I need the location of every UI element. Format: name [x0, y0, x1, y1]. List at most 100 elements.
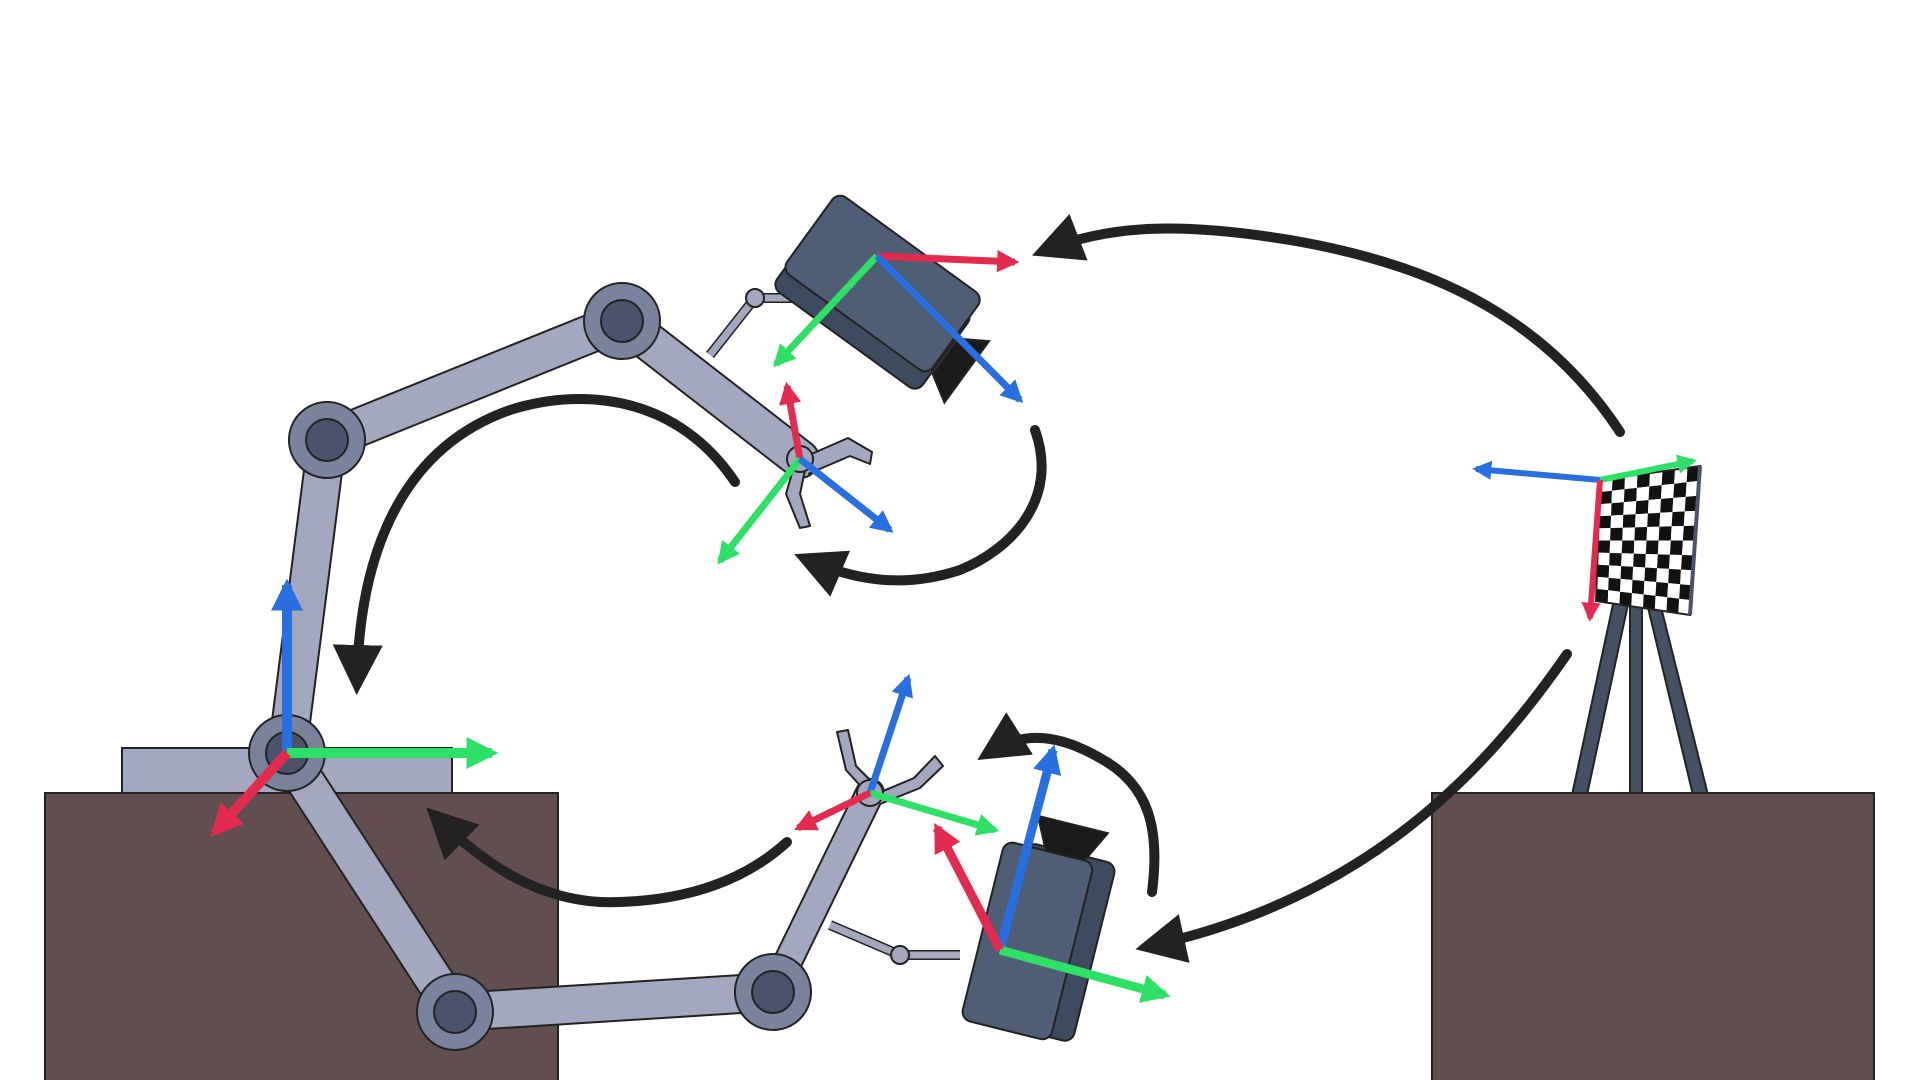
upper-camera-frame-z-axis	[874, 253, 1024, 404]
upper-camera-frame-x-axis	[876, 250, 1020, 273]
checker-square	[1623, 487, 1637, 503]
checker-square	[1622, 527, 1635, 541]
checker-square	[1667, 583, 1681, 599]
checker-square	[1670, 526, 1684, 541]
board-frame-z-axis	[1472, 460, 1601, 483]
tripod	[1570, 594, 1710, 796]
checker-square	[1673, 482, 1687, 498]
checker-square	[1654, 595, 1668, 612]
upper-camera-frame	[772, 250, 1024, 404]
checker-square	[1682, 540, 1695, 556]
lower-gripper-frame-y-axis	[869, 789, 1000, 836]
checker-square	[1678, 598, 1691, 615]
checker-square	[1631, 580, 1645, 595]
checker-square	[1611, 489, 1625, 504]
checker-square	[1683, 510, 1697, 526]
checker-square	[1636, 486, 1650, 502]
checker-square	[1682, 525, 1696, 541]
checker-square	[1660, 497, 1674, 513]
checker-square	[1631, 593, 1644, 608]
upper-joint-2	[583, 282, 661, 360]
flow-arrow-upper-camera-to-gripper	[794, 425, 1047, 597]
checker-square	[1597, 552, 1610, 566]
checker-square	[1633, 553, 1646, 568]
upper-gripper-frame-x-axis	[779, 381, 804, 460]
lower-joint-2	[734, 953, 812, 1031]
checker-square	[1608, 577, 1621, 592]
checker-square	[1636, 473, 1650, 488]
checker-square	[1607, 590, 1621, 605]
lower-camera-frame-y-axis	[998, 945, 1171, 1003]
upper-gripper-frame	[717, 381, 894, 565]
robot-base-frame	[210, 578, 499, 837]
upper-robot-arm	[267, 282, 873, 773]
flow-arrow-board-to-upper-camera	[1032, 213, 1625, 437]
checker-square	[1624, 474, 1638, 490]
checker-square	[1621, 540, 1635, 554]
checker-square	[1598, 515, 1612, 529]
checker-square	[1623, 501, 1637, 515]
checker-square	[1656, 568, 1669, 584]
checker-square	[1632, 566, 1646, 581]
checker-square	[1622, 514, 1636, 528]
flow-arrow-upper-gripper-to-base	[332, 394, 740, 695]
checker-square	[1669, 540, 1683, 555]
lower-robot-arm	[267, 729, 960, 1051]
checker-square	[1658, 526, 1672, 541]
checker-square	[1680, 569, 1693, 586]
lower-gripper-frame	[793, 673, 1000, 836]
checker-square	[1597, 540, 1611, 553]
checker-square	[1685, 480, 1699, 497]
calibration-board-frame	[1472, 454, 1697, 622]
upper-camera-frame-y-axis	[772, 253, 880, 368]
board-frame-y-axis	[1599, 454, 1697, 483]
calibration-board	[1594, 464, 1702, 617]
checker-square	[1657, 554, 1670, 569]
checker-square	[1661, 483, 1675, 499]
lower-camera-frame-x-axis	[933, 822, 1004, 953]
checker-square	[1635, 513, 1648, 528]
lower-camera-frame-z-axis	[995, 744, 1062, 952]
checker-square	[1661, 469, 1675, 486]
checker-square	[1643, 581, 1657, 596]
checker-square	[1620, 566, 1634, 580]
checker-square	[1657, 540, 1671, 555]
checker-square	[1645, 540, 1659, 555]
checker-square	[1669, 554, 1682, 570]
checker-square	[1645, 554, 1658, 569]
checker-square	[1610, 514, 1624, 528]
upper-camera	[774, 194, 991, 405]
checker-square	[1671, 511, 1685, 527]
checker-square	[1612, 476, 1625, 491]
upper-joint-1	[288, 401, 366, 479]
lower-camera-lens	[1036, 814, 1110, 862]
checker-square	[1596, 564, 1610, 578]
checker-square	[1634, 527, 1648, 541]
checker-square	[1598, 528, 1611, 541]
checker-square	[1609, 553, 1622, 567]
upper-gripper-frame-z-axis	[797, 456, 894, 533]
checker-square	[1635, 500, 1649, 515]
transform-arrows	[332, 213, 1625, 963]
checker-square	[1610, 527, 1623, 541]
checker-square	[1633, 540, 1647, 554]
checker-square	[1666, 597, 1680, 614]
lower-joint-1	[416, 973, 494, 1051]
checker-square	[1668, 568, 1681, 585]
checker-square	[1644, 567, 1658, 582]
checker-square	[1646, 526, 1660, 541]
checker-square	[1681, 555, 1694, 571]
checker-square	[1659, 512, 1673, 527]
checker-square	[1679, 584, 1692, 601]
checker-square	[1647, 512, 1661, 527]
checker-square	[1608, 565, 1622, 579]
board-frame-x-axis	[1581, 479, 1603, 622]
checker-square	[1649, 471, 1663, 487]
checker-square	[1609, 540, 1623, 554]
lower-gripper-frame-z-axis	[866, 673, 914, 795]
checker-square	[1619, 591, 1632, 607]
lower-camera-frame	[933, 744, 1171, 1003]
checker-square	[1643, 594, 1656, 610]
checker-square	[1648, 485, 1662, 500]
